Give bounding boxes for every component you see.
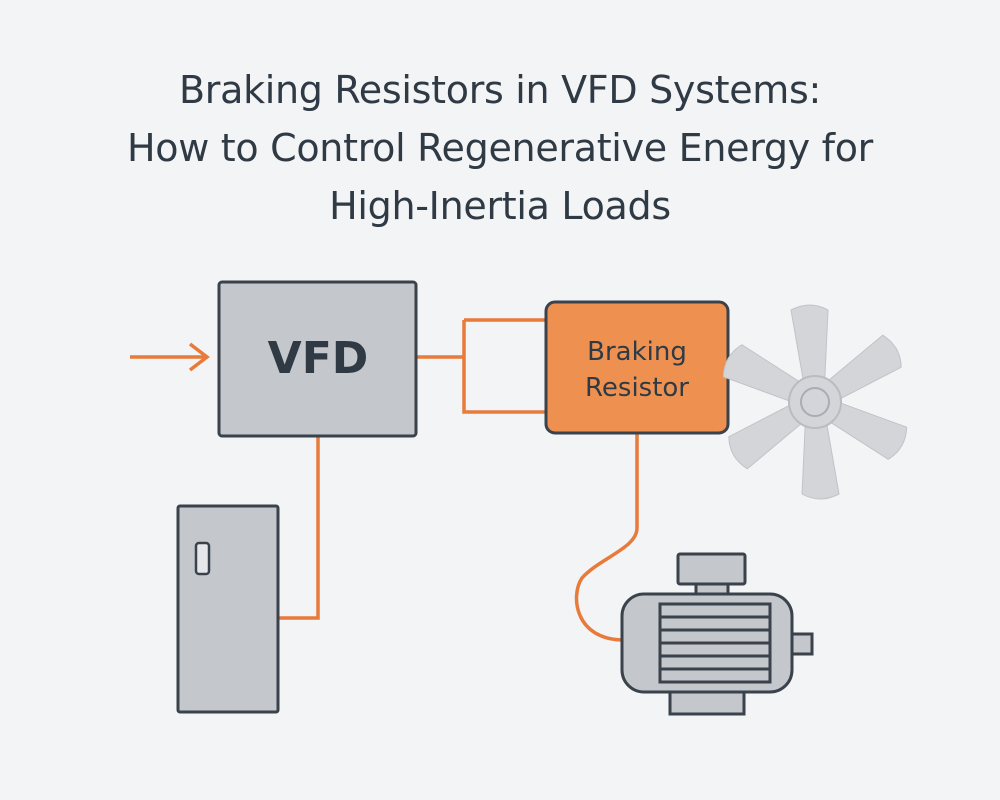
- vfd-label: VFD: [268, 333, 369, 384]
- title-line-3: High-Inertia Loads: [329, 184, 671, 228]
- wires: [130, 318, 639, 642]
- resistor-to-motor-wire: [574, 433, 639, 642]
- resistor-label-line-1: Braking: [587, 337, 687, 367]
- cabinet-icon: [176, 504, 280, 714]
- motor-fin-lines: [660, 615, 770, 671]
- title-line-1: Braking Resistors in VFD Systems:: [178, 68, 822, 112]
- cabinet-handle: [194, 541, 211, 576]
- motor-icon: [620, 552, 814, 716]
- vfd-box: VFD: [217, 280, 418, 438]
- motor-shaft: [790, 632, 814, 656]
- motor-base: [668, 690, 746, 716]
- vfd-to-resistor-wire: [416, 318, 546, 414]
- vfd-to-cabinet-wire: [278, 436, 320, 620]
- resistor-label-line-2: Resistor: [585, 373, 689, 403]
- motor-terminal-box: [676, 552, 747, 586]
- input-arrow-head: [188, 342, 210, 372]
- title-line-2: How to Control Regenerative Energy for: [127, 126, 873, 170]
- braking-resistor-box: Braking Resistor: [544, 300, 730, 435]
- fan-icon: [722, 304, 908, 500]
